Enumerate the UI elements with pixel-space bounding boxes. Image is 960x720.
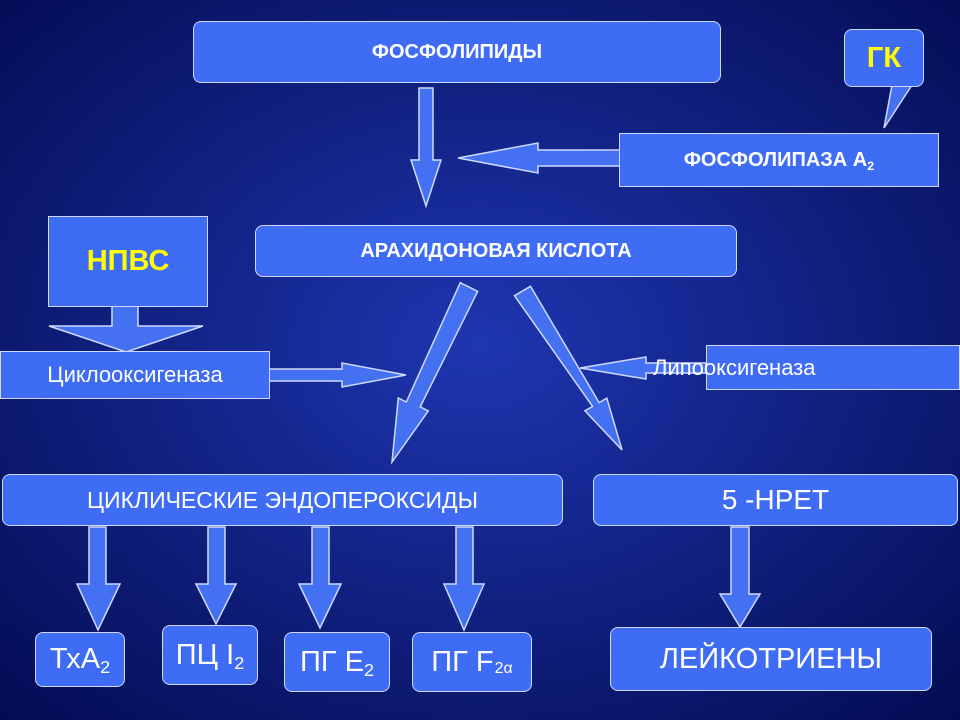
phospholipase-label: ФОСФОЛИПАЗА А — [683, 148, 868, 171]
hpete-label: 5 -НРЕТ — [721, 484, 830, 515]
arrow-endoperoxides-to-pgi2 — [194, 526, 238, 626]
arrow-phospholipase-to-pathway — [457, 142, 621, 174]
arachidonic-acid-node: АРАХИДОНОВАЯ КИСЛОТА — [255, 225, 737, 277]
arrow-endoperoxides-to-txa2 — [75, 526, 122, 632]
pgi2-label: ПЦ I — [175, 638, 235, 671]
txa2-label: ТхА — [49, 643, 101, 675]
phospholipase-subscript: 2 — [867, 158, 875, 173]
cyclooxygenase-node: Циклооксигеназа — [0, 351, 270, 399]
arachidonic-acid-label: АРАХИДОНОВАЯ КИСЛОТА — [360, 239, 632, 262]
gk-node: ГК — [844, 29, 924, 87]
txa2-subscript: 2 — [100, 657, 111, 678]
arrow-endoperoxides-to-pgf2a — [442, 526, 486, 632]
leukotrienes-label: ЛЕЙКОТРИЕНЫ — [659, 642, 883, 675]
pgf2a-subscript: 2α — [494, 660, 513, 678]
phospholipids-label: ФОСФОЛИПИДЫ — [371, 40, 543, 63]
arrow-arachidonic-to-hpete — [513, 285, 623, 451]
arrow-phospholipids-to-arachidonic — [409, 87, 443, 209]
leukotrienes-node: ЛЕЙКОТРИЕНЫ — [610, 627, 932, 691]
lipoxygenase-node: Липооксигеназа — [653, 345, 960, 390]
hpete-node: 5 -НРЕТ — [593, 474, 958, 526]
arrow-arachidonic-to-endoperoxides — [390, 281, 479, 465]
nsaid-label: НПВС — [86, 245, 170, 277]
cyclic-endoperoxides-label: ЦИКЛИЧЕСКИЕ ЭНДОПЕРОКСИДЫ — [87, 486, 478, 513]
arrow-endoperoxides-to-pge2 — [297, 526, 343, 630]
pge2-label: ПГ Е — [300, 645, 364, 678]
arrow-hpete-to-leukotrienes — [718, 526, 762, 629]
gk-label: ГК — [866, 41, 902, 74]
pgi2-subscript: 2 — [234, 652, 245, 673]
phospholipids-node: ФОСФОЛИПИДЫ — [193, 21, 721, 83]
nsaid-node: НПВС — [48, 216, 208, 307]
cyclooxygenase-label: Циклооксигеназа — [47, 362, 223, 387]
cyclic-endoperoxides-node: ЦИКЛИЧЕСКИЕ ЭНДОПЕРОКСИДЫ — [2, 474, 563, 526]
arrow-lipoxygenase-to-pathway — [579, 356, 707, 380]
pgf2a-label: ПГ F — [431, 645, 494, 678]
lipoxygenase-label: Липооксигеназа — [653, 354, 816, 380]
arrow-cyclooxygenase-to-pathway — [267, 362, 407, 388]
arrow-nsaid-to-cyclooxygenase — [48, 305, 204, 353]
pge2-subscript: 2 — [363, 659, 374, 680]
